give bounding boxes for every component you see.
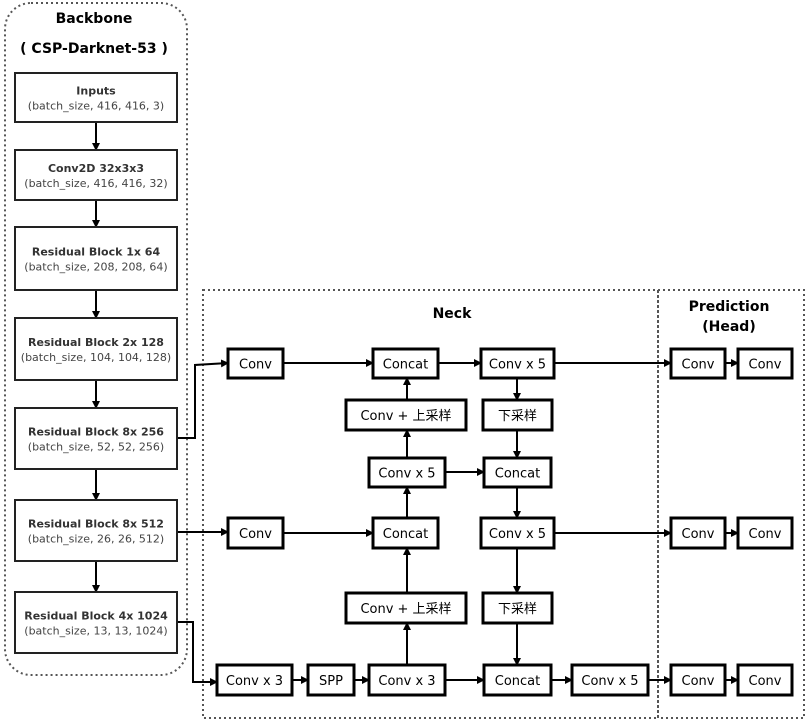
node-label: Concat bbox=[383, 358, 428, 373]
neck-node-r6-convx3b: Conv x 3 bbox=[367, 663, 447, 697]
head-container bbox=[657, 289, 805, 719]
backbone-block: Residual Block 4x 1024 (batch_size, 13, 1… bbox=[14, 591, 178, 654]
node-label: Conv + 上采样 bbox=[360, 409, 451, 424]
node-label: Conv bbox=[239, 527, 272, 542]
block-title: Residual Block 2x 128 bbox=[28, 336, 164, 349]
node-label: Concat bbox=[495, 674, 540, 689]
node-label: Conv bbox=[682, 674, 715, 689]
block-shape: (batch_size, 26, 26, 512) bbox=[28, 533, 164, 546]
block-shape: (batch_size, 416, 416, 32) bbox=[24, 177, 167, 190]
neck-node-r4-concat: Concat bbox=[371, 516, 440, 550]
node-label: Conv + 上采样 bbox=[360, 602, 451, 617]
node-label: Conv x 5 bbox=[581, 674, 638, 689]
head-node-p2b: Conv bbox=[736, 516, 794, 550]
node-label: Concat bbox=[495, 467, 540, 482]
block-shape: (batch_size, 52, 52, 256) bbox=[28, 441, 164, 454]
backbone-subtitle: ( CSP-Darknet-53 ) bbox=[20, 41, 168, 57]
node-label: Conv x 3 bbox=[226, 674, 283, 689]
neck-title: Neck bbox=[433, 306, 473, 322]
node-label: 下采样 bbox=[498, 409, 537, 424]
neck-node-r5-up: Conv + 上采样 bbox=[344, 591, 468, 625]
neck-node-r3-convx5: Conv x 5 bbox=[367, 456, 447, 489]
block-title: Inputs bbox=[76, 85, 116, 98]
block-shape: (batch_size, 208, 208, 64) bbox=[24, 261, 167, 274]
node-label: Conv bbox=[239, 358, 272, 373]
node-label: Conv x 5 bbox=[378, 467, 435, 482]
head-node-p3a: Conv bbox=[669, 663, 727, 697]
neck-node-r6-convx5: Conv x 5 bbox=[570, 663, 650, 697]
head-node-p3b: Conv bbox=[736, 663, 794, 697]
neck-container bbox=[202, 289, 659, 719]
block-title: Residual Block 4x 1024 bbox=[24, 610, 168, 623]
backbone-block: Conv2D 32x3x3 (batch_size, 416, 416, 32) bbox=[14, 149, 178, 201]
neck-node-r6-spp: SPP bbox=[306, 663, 356, 697]
block-title: Conv2D 32x3x3 bbox=[48, 162, 144, 175]
block-title: Residual Block 8x 512 bbox=[28, 518, 164, 531]
node-label: Concat bbox=[383, 527, 428, 542]
neck-node-r2-down: 下采样 bbox=[481, 398, 554, 432]
block-title: Residual Block 8x 256 bbox=[28, 426, 164, 439]
head-subtitle: (Head) bbox=[702, 319, 755, 335]
backbone-block: Residual Block 8x 256 (batch_size, 52, 52… bbox=[14, 407, 178, 470]
head-node-p1b: Conv bbox=[736, 347, 794, 380]
head-node-p1a: Conv bbox=[669, 347, 727, 380]
head-title: Prediction bbox=[689, 299, 770, 315]
neck-node-r2-up: Conv + 上采样 bbox=[344, 398, 468, 432]
neck-node-r1-conv: Conv bbox=[226, 347, 285, 380]
node-label: Conv bbox=[749, 674, 782, 689]
neck-node-r1-convx5: Conv x 5 bbox=[479, 347, 556, 380]
backbone-block: Residual Block 1x 64 (batch_size, 208, 20… bbox=[14, 226, 178, 291]
neck-node-r5-down: 下采样 bbox=[481, 591, 554, 625]
neck-node-r4-conv: Conv bbox=[226, 516, 285, 550]
node-label: 下采样 bbox=[498, 602, 537, 617]
backbone-title: Backbone bbox=[56, 11, 133, 27]
block-shape: (batch_size, 13, 13, 1024) bbox=[24, 625, 167, 638]
neck-node-r4-convx5: Conv x 5 bbox=[479, 516, 556, 550]
node-label: Conv x 5 bbox=[489, 358, 546, 373]
arrow bbox=[177, 359, 229, 439]
arrow bbox=[177, 621, 218, 686]
node-label: Conv bbox=[682, 358, 715, 373]
neck-node-r1-concat: Concat bbox=[371, 347, 440, 380]
node-label: Conv bbox=[682, 527, 715, 542]
block-shape: (batch_size, 104, 104, 128) bbox=[21, 351, 171, 364]
node-label: SPP bbox=[319, 674, 343, 689]
node-label: Conv x 5 bbox=[489, 527, 546, 542]
node-label: Conv x 3 bbox=[378, 674, 435, 689]
backbone-block: Residual Block 8x 512 (batch_size, 26, 26… bbox=[14, 499, 178, 562]
block-title: Residual Block 1x 64 bbox=[32, 246, 161, 259]
neck-node-r6-concat: Concat bbox=[482, 663, 553, 697]
head-node-p2a: Conv bbox=[669, 516, 727, 550]
backbone-block: Inputs (batch_size, 416, 416, 3) bbox=[14, 72, 178, 123]
node-label: Conv bbox=[749, 358, 782, 373]
backbone-container bbox=[4, 2, 188, 676]
block-shape: (batch_size, 416, 416, 3) bbox=[28, 100, 164, 113]
neck-node-r6-convx3a: Conv x 3 bbox=[215, 663, 294, 697]
node-label: Conv bbox=[749, 527, 782, 542]
backbone-block: Residual Block 2x 128 (batch_size, 104, 1… bbox=[14, 317, 178, 381]
neck-node-r3-concat: Concat bbox=[482, 456, 553, 489]
